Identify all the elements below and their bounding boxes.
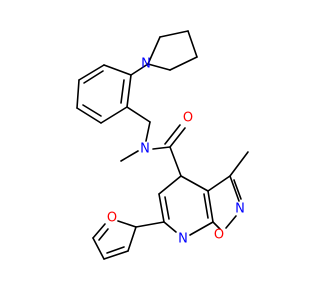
bond	[180, 175, 209, 192]
bond	[120, 150, 139, 162]
bond	[212, 221, 221, 230]
bond	[169, 146, 182, 177]
bond-group	[76, 30, 249, 260]
bond	[92, 237, 105, 260]
furan-oxygen-label: O	[107, 211, 117, 226]
bond	[189, 221, 214, 236]
bond	[147, 63, 171, 71]
molecule-structure: N N O N O N O	[76, 30, 249, 260]
bond	[76, 107, 102, 124]
bond	[159, 30, 189, 38]
bond	[233, 179, 242, 200]
bond	[83, 70, 104, 84]
bond	[207, 175, 231, 192]
bond	[117, 220, 137, 228]
bond	[152, 146, 171, 150]
bond	[187, 30, 198, 58]
bond	[103, 64, 132, 76]
bond	[120, 79, 125, 104]
bond	[203, 193, 209, 219]
bond	[169, 56, 198, 71]
bond	[82, 104, 102, 117]
bond	[225, 215, 237, 229]
molecule-svg: N N O N O N O	[76, 30, 249, 260]
bond	[127, 226, 137, 252]
bond	[229, 175, 240, 202]
bond	[207, 190, 214, 223]
bond	[135, 221, 165, 228]
isoxazole-oxygen-label: O	[214, 228, 224, 243]
bond	[145, 121, 151, 142]
bond	[130, 63, 149, 76]
bond	[158, 193, 165, 223]
bond	[164, 196, 170, 220]
isoxazole-nitrogen-label: N	[235, 202, 245, 217]
bond	[164, 124, 181, 145]
bond	[92, 223, 106, 239]
bond	[100, 106, 128, 124]
bond	[126, 74, 132, 108]
amide-nitrogen-label: N	[140, 142, 150, 157]
carbonyl-oxygen-label: O	[183, 111, 193, 126]
bond	[169, 127, 186, 148]
atom-label-group: N N O N O N O	[107, 57, 245, 247]
pyrrolidine-nitrogen-label: N	[141, 57, 151, 72]
bond	[147, 36, 161, 65]
bond	[126, 106, 151, 123]
bond	[78, 64, 105, 81]
bond	[163, 221, 177, 233]
bond	[103, 250, 129, 260]
pyridine-nitrogen-label: N	[178, 232, 188, 247]
bond	[76, 79, 80, 109]
bond	[229, 151, 249, 177]
bond	[158, 175, 182, 195]
bond	[106, 246, 125, 254]
bond	[98, 228, 109, 241]
